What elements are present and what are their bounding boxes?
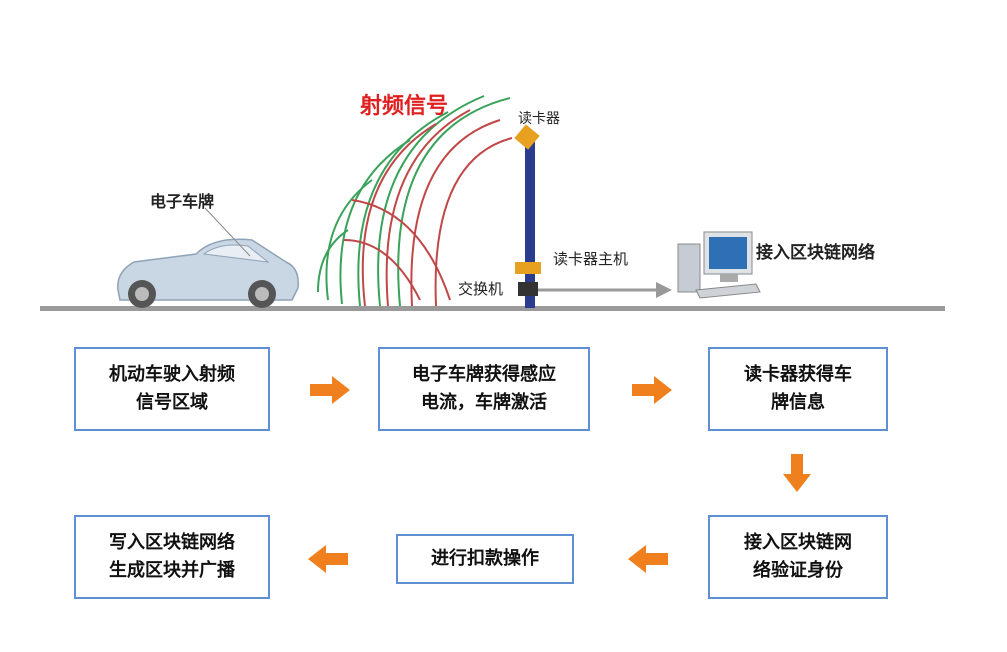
- flow-step-3-line1: 读卡器获得车: [744, 364, 852, 385]
- flow-step-1-line2: 信号区域: [136, 392, 208, 413]
- switch-label: 交换机: [458, 280, 504, 298]
- flow-step-2: 电子车牌获得感应 电流，车牌激活: [378, 347, 590, 431]
- flow-step-4-line1: 接入区块链网: [744, 532, 852, 553]
- flow-step-3: 读卡器获得车 牌信息: [708, 347, 888, 431]
- flow-step-6-line2: 生成区块并广播: [109, 560, 235, 581]
- flow-step-2-line2: 电流，车牌激活: [421, 392, 547, 413]
- flow-step-1-line1: 机动车驶入射频: [109, 364, 235, 385]
- flow-step-6-line1: 写入区块链网络: [109, 532, 235, 553]
- cable-arrow-icon: [656, 282, 672, 298]
- rf-signal-label: 射频信号: [360, 94, 449, 119]
- flow-step-4-line2: 络验证身份: [753, 560, 843, 581]
- arrow-right-icon-2: [632, 376, 672, 404]
- arrow-down-icon: [783, 454, 811, 492]
- reader-label: 读卡器: [518, 111, 560, 127]
- arrow-left-icon-1: [628, 545, 668, 573]
- arrow-left-icon-2: [308, 545, 348, 573]
- flow-step-5-line1: 进行扣款操作: [431, 548, 539, 569]
- computer-icon: [677, 231, 761, 299]
- car-label: 电子车牌: [150, 192, 215, 211]
- arrow-right-icon-1: [310, 376, 350, 404]
- flow-step-2-line1: 电子车牌获得感应: [412, 364, 556, 385]
- flow-step-3-line2: 牌信息: [771, 392, 825, 413]
- reader-pole: [514, 124, 541, 308]
- flow-step-1: 机动车驶入射频 信号区域: [74, 347, 270, 431]
- ground-line: [40, 306, 945, 311]
- reader-host-label: 读卡器主机: [553, 250, 629, 268]
- network-label: 接入区块链网络: [756, 243, 875, 263]
- flow-step-4: 接入区块链网 络验证身份: [708, 515, 888, 599]
- rfid-scene: [40, 95, 945, 311]
- flow-step-6: 写入区块链网络 生成区块并广播: [74, 515, 270, 599]
- flow-step-5: 进行扣款操作: [396, 534, 574, 584]
- car-icon: [117, 207, 299, 308]
- rf-waves: [317, 95, 513, 307]
